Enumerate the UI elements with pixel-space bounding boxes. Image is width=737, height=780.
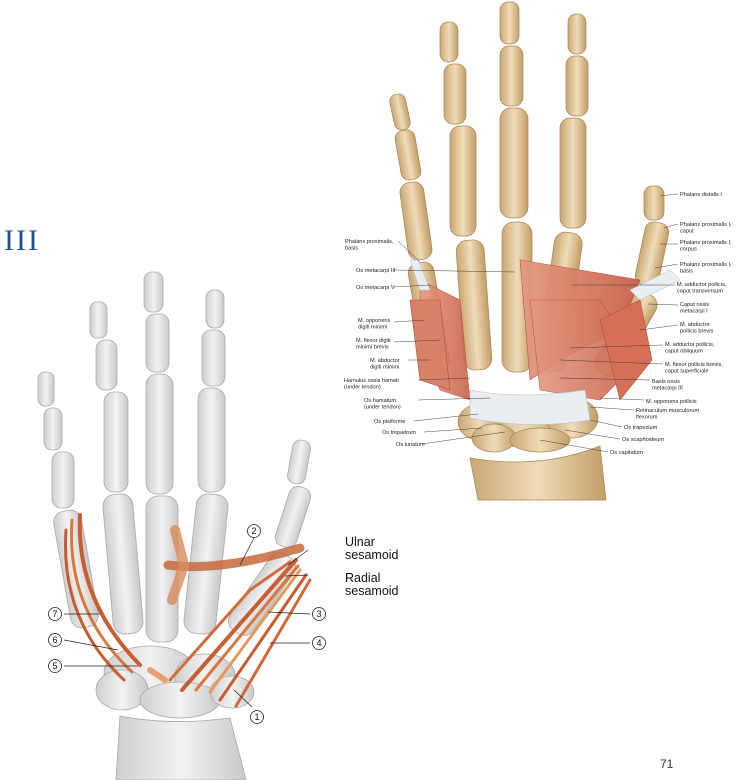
callout-number-5: 5 <box>52 661 57 671</box>
callout-number-4: 4 <box>316 638 321 648</box>
label-phalanx-proximalis-i-caput: Phalanx proximalis I,caput <box>680 222 732 235</box>
label-os-trapezium: Os trapezium <box>624 425 658 431</box>
label-hamulus-ossis-hamati: Hamulus ossis hamati(under tendon) <box>344 378 399 391</box>
retinaculum-band <box>469 389 591 425</box>
callout-number-3: 3 <box>316 609 321 619</box>
callout-number-6: 6 <box>52 635 57 645</box>
section-numeral: III <box>4 224 40 257</box>
right-leader-lines <box>393 193 679 453</box>
label-os-metacarpi-iii: Os metacarpi III <box>356 268 396 274</box>
label-phalanx-proximalis-basis: Phalanx proximalis,basis <box>345 239 394 252</box>
label-os-capitatum: Os capitatum <box>610 450 643 456</box>
left-callouts <box>63 537 311 708</box>
callout-number-1: 1 <box>254 712 259 722</box>
label-os-pisiforme: Os pisiforme <box>374 419 405 425</box>
label-m-opponens-pollicis: M. opponens pollicis <box>646 399 697 405</box>
label-phalanx-proximalis-i-basis: Phalanx proximalis I,basis <box>680 262 732 275</box>
callout-number-2: 2 <box>251 526 256 536</box>
tendon-sheath <box>409 259 431 291</box>
page-number: 71 <box>660 757 674 771</box>
label-m-adductor-pollicis-caput-transversum: M. adductor pollicis,caput transversum <box>677 282 727 295</box>
label-os-lunatum: Os lunatum <box>396 442 425 448</box>
left-hand-muscles <box>64 513 312 708</box>
label-os-metacarpi-v: Os metacarpi V <box>356 285 395 291</box>
callout-number-7: 7 <box>52 609 57 619</box>
label-m-adductor-pollicis-caput-obliquum: M. adductor pollicis,caput obliquum <box>665 342 715 355</box>
right-hand-muscles <box>409 259 653 401</box>
label-os-scaphoideum: Os scaphoideum <box>622 437 664 443</box>
label-phalanx-proximalis-i-corpus: Phalanx proximalis I,corpus <box>680 240 732 253</box>
label-os-triquetrum: Os triquetrum <box>382 430 416 436</box>
label-os-hamatum: Os hamatum(under tendon) <box>364 398 401 411</box>
label-phalanx-distalis-i: Phalanx distalis I <box>680 192 722 198</box>
label-m-flexor-pollicis-brevis: M. flexor pollicis brevis,caput superfic… <box>665 362 723 375</box>
